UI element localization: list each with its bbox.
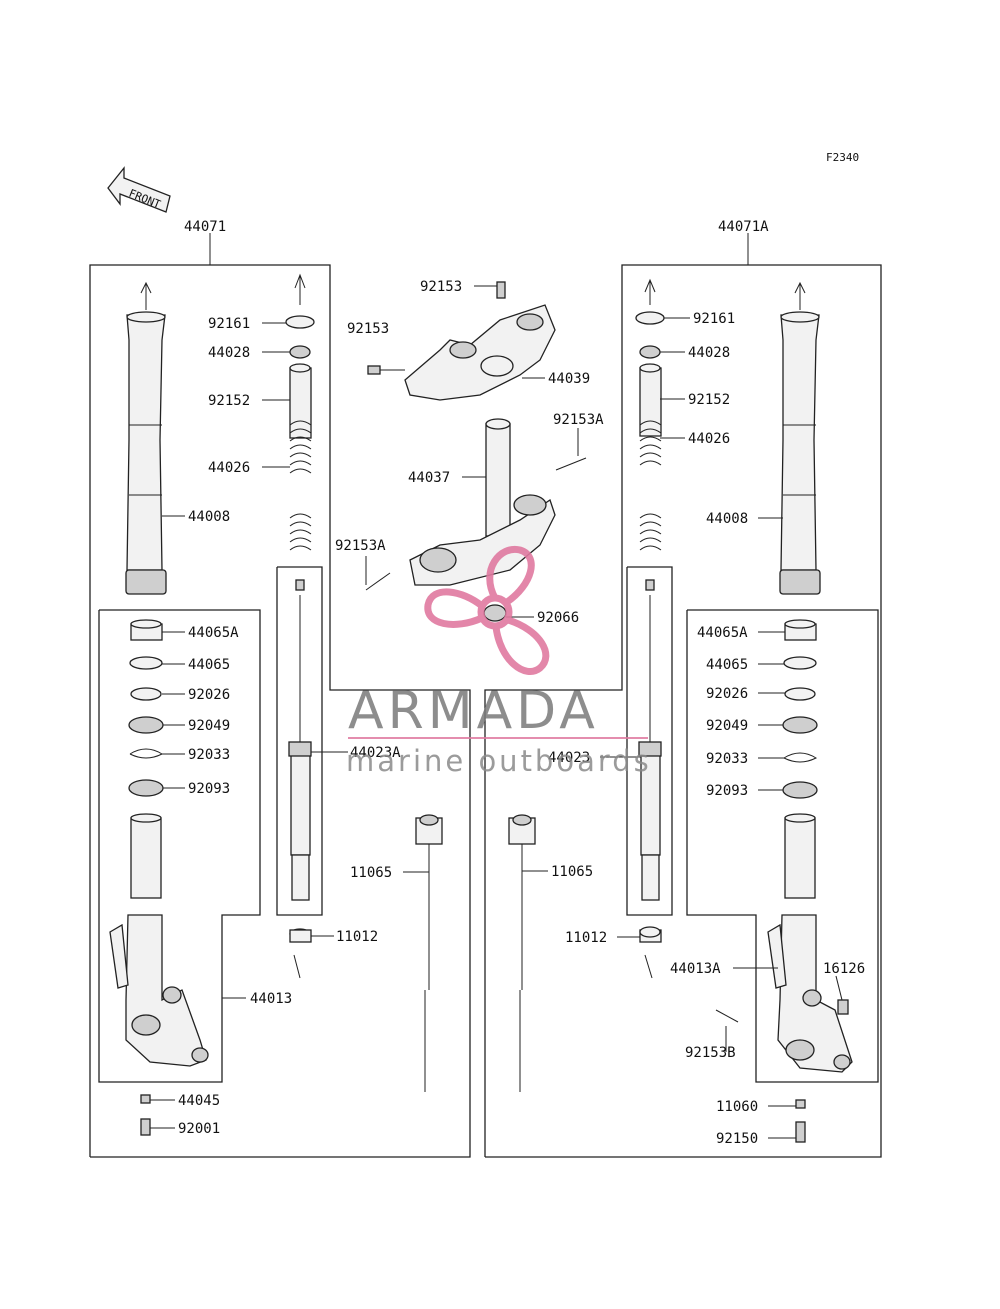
watermark-title: ARMADA [348, 681, 599, 741]
left-damper-rod [415, 814, 443, 1092]
armada-propeller-logo-icon [424, 545, 550, 675]
label-92066: 92066 [537, 610, 579, 626]
label-11065-right: 11065 [551, 864, 593, 880]
label-92049-left: 92049 [188, 718, 230, 734]
label-92153-top: 92153 [420, 279, 462, 295]
label-44013a: 44013A [670, 961, 721, 977]
label-44023: 44023 [548, 750, 590, 766]
armada-watermark: ARMADA marine outboards [346, 545, 652, 778]
label-92153b: 92153B [685, 1045, 736, 1061]
left-inner-tube-and-axle-bracket [109, 813, 209, 1136]
left-bushings-and-seals [128, 619, 164, 797]
label-44013: 44013 [250, 991, 292, 1007]
left-fork-frame [89, 233, 471, 1158]
label-92026-left: 92026 [188, 687, 230, 703]
label-92161-left: 92161 [208, 316, 250, 332]
label-44045: 44045 [178, 1093, 220, 1109]
label-92150: 92150 [716, 1131, 758, 1147]
label-44026-left: 44026 [208, 460, 250, 476]
right-inner-tube-and-axle-bracket [715, 813, 853, 1143]
label-44008-right: 44008 [706, 511, 748, 527]
label-44028-left: 44028 [208, 345, 250, 361]
left-spring-stack [285, 273, 315, 979]
label-92152-right: 92152 [688, 392, 730, 408]
label-44065-left: 44065 [188, 657, 230, 673]
watermark-subtitle: marine outboards [346, 744, 652, 778]
label-92026-right: 92026 [706, 686, 748, 702]
label-92001: 92001 [178, 1121, 220, 1137]
label-11012-right: 11012 [565, 930, 607, 946]
steering-stem [365, 418, 587, 622]
right-outer-tube [779, 281, 821, 595]
label-44026-right: 44026 [688, 431, 730, 447]
right-spring-stack [635, 278, 665, 979]
right-bushings-and-seals [782, 619, 818, 799]
label-44065a-left: 44065A [188, 625, 239, 641]
label-44008-left: 44008 [188, 509, 230, 525]
label-92093-left: 92093 [188, 781, 230, 797]
label-44065a-right: 44065A [697, 625, 748, 641]
label-92049-right: 92049 [706, 718, 748, 734]
label-44023a: 44023A [350, 745, 401, 761]
label-44071a: 44071A [718, 219, 769, 235]
label-92153-mid: 92153 [347, 321, 389, 337]
front-arrow-icon: FRONT [107, 166, 171, 213]
label-44037: 44037 [408, 470, 450, 486]
label-11065-left: 11065 [350, 865, 392, 881]
label-16126: 16126 [823, 961, 865, 977]
left-outer-tube [125, 281, 167, 595]
label-44039: 44039 [548, 371, 590, 387]
right-damper-rod [508, 814, 536, 1092]
label-92033-left: 92033 [188, 747, 230, 763]
figure-code: F2340 [826, 151, 859, 164]
label-44065-right: 44065 [706, 657, 748, 673]
label-11060: 11060 [716, 1099, 758, 1115]
label-92161-right: 92161 [693, 311, 735, 327]
label-11012-left: 11012 [336, 929, 378, 945]
label-92153a-left: 92153A [335, 538, 386, 554]
upper-fork-bracket [367, 281, 556, 401]
label-44071: 44071 [184, 219, 226, 235]
part-labels: 44071 44071A 92161 44028 92152 44026 440… [178, 219, 865, 1147]
label-92152-left: 92152 [208, 393, 250, 409]
label-92153a-right: 92153A [553, 412, 604, 428]
right-fork-frame [484, 233, 882, 1158]
label-92093-right: 92093 [706, 783, 748, 799]
label-44028-right: 44028 [688, 345, 730, 361]
label-92033-right: 92033 [706, 751, 748, 767]
